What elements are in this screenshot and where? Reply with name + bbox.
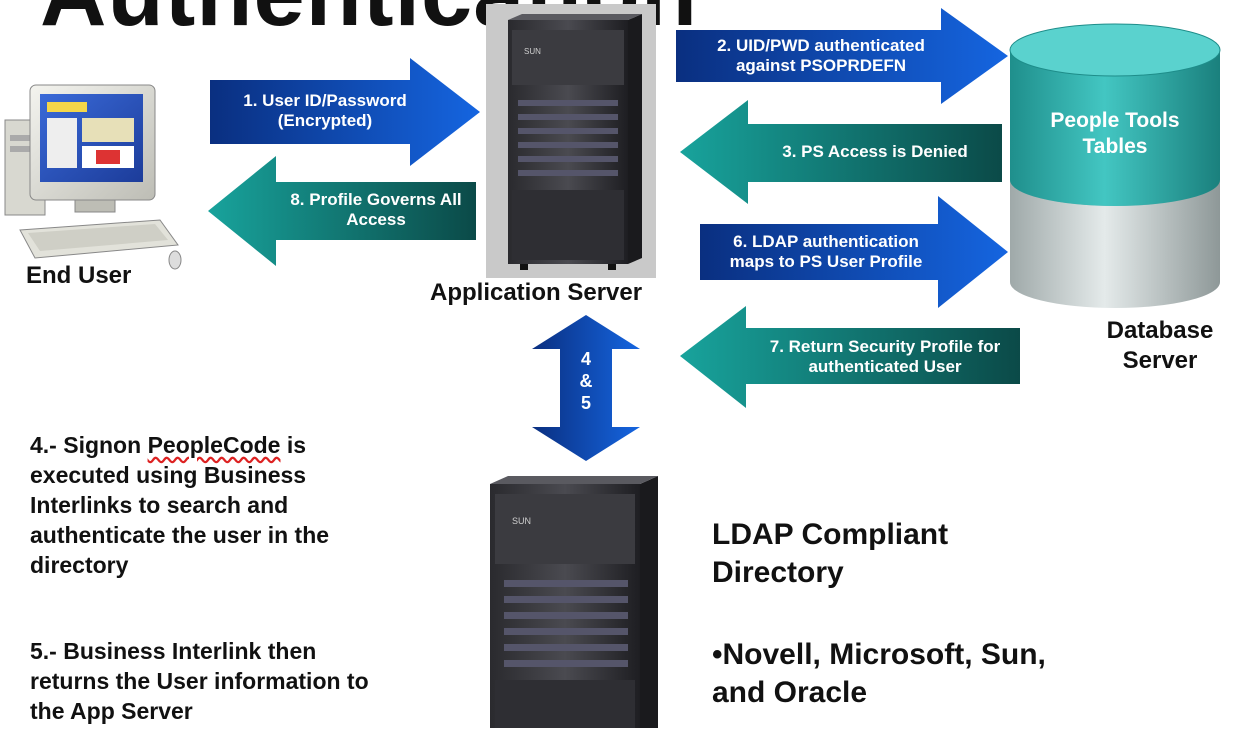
svg-text:SUN: SUN: [524, 47, 541, 56]
note-step-5: 5.- Business Interlink then returns the …: [30, 638, 369, 724]
database-server-label: Database Server: [1106, 317, 1214, 374]
arrow-4-5-label-5: 5: [580, 393, 591, 413]
ldap-directory-title: LDAP Compliant Directory: [712, 518, 949, 589]
arrow-3-access-denied: 3. PS Access is Denied: [680, 100, 1005, 204]
arrow-1-user-credentials: 1. User ID/Password (Encrypted): [210, 58, 490, 166]
desktop-computer-icon: [0, 80, 185, 280]
note-step-4-rest: is executed using Business Interlinks to…: [30, 432, 330, 578]
arrow-2-authenticated: 2. UID/PWD authenticated against PSOPRDE…: [676, 8, 1016, 104]
note-step-4-prefix: 4.- Signon: [30, 432, 148, 458]
ldap-server-rack-icon: SUN: [480, 470, 665, 728]
arrow-1-text: 1. User ID/Password (Encrypted): [243, 91, 407, 130]
arrow-8-text: 8. Profile Governs All Access: [290, 190, 462, 229]
note-step-4-peoplecode: PeopleCode: [147, 432, 281, 458]
arrow-6-ldap-auth: 6. LDAP authentication maps to PS User P…: [700, 196, 1010, 308]
svg-text:SUN: SUN: [512, 516, 531, 526]
app-server-label: Application Server: [430, 279, 643, 306]
arrow-4-5-label-amp: &: [579, 371, 593, 391]
arrow-2-text: 2. UID/PWD authenticated against PSOPRDE…: [717, 36, 925, 75]
ldap-vendors-list: •Novell, Microsoft, Sun, and Oracle: [712, 638, 1046, 709]
database-cylinder-icon: [1000, 20, 1230, 320]
arrow-4-5-label-4: 4: [580, 349, 591, 369]
arrow-3-text: 3. PS Access is Denied: [782, 142, 968, 161]
arrow-7-return-profile: 7. Return Security Profile for authentic…: [680, 306, 1022, 408]
end-user-label: End User: [26, 262, 132, 289]
arrow-4-5-bidirectional: 4 & 5: [530, 315, 642, 461]
db-cylinder-label: People Tools Tables: [1050, 109, 1180, 158]
arrow-8-profile-governs: 8. Profile Governs All Access: [208, 156, 478, 266]
note-step-4: 4.- Signon PeopleCode is executed using …: [30, 430, 450, 580]
arrow-7-text: 7. Return Security Profile for authentic…: [769, 337, 1001, 376]
app-server-rack-icon: SUN: [500, 10, 650, 272]
arrow-6-text: 6. LDAP authentication maps to PS User P…: [729, 232, 923, 271]
